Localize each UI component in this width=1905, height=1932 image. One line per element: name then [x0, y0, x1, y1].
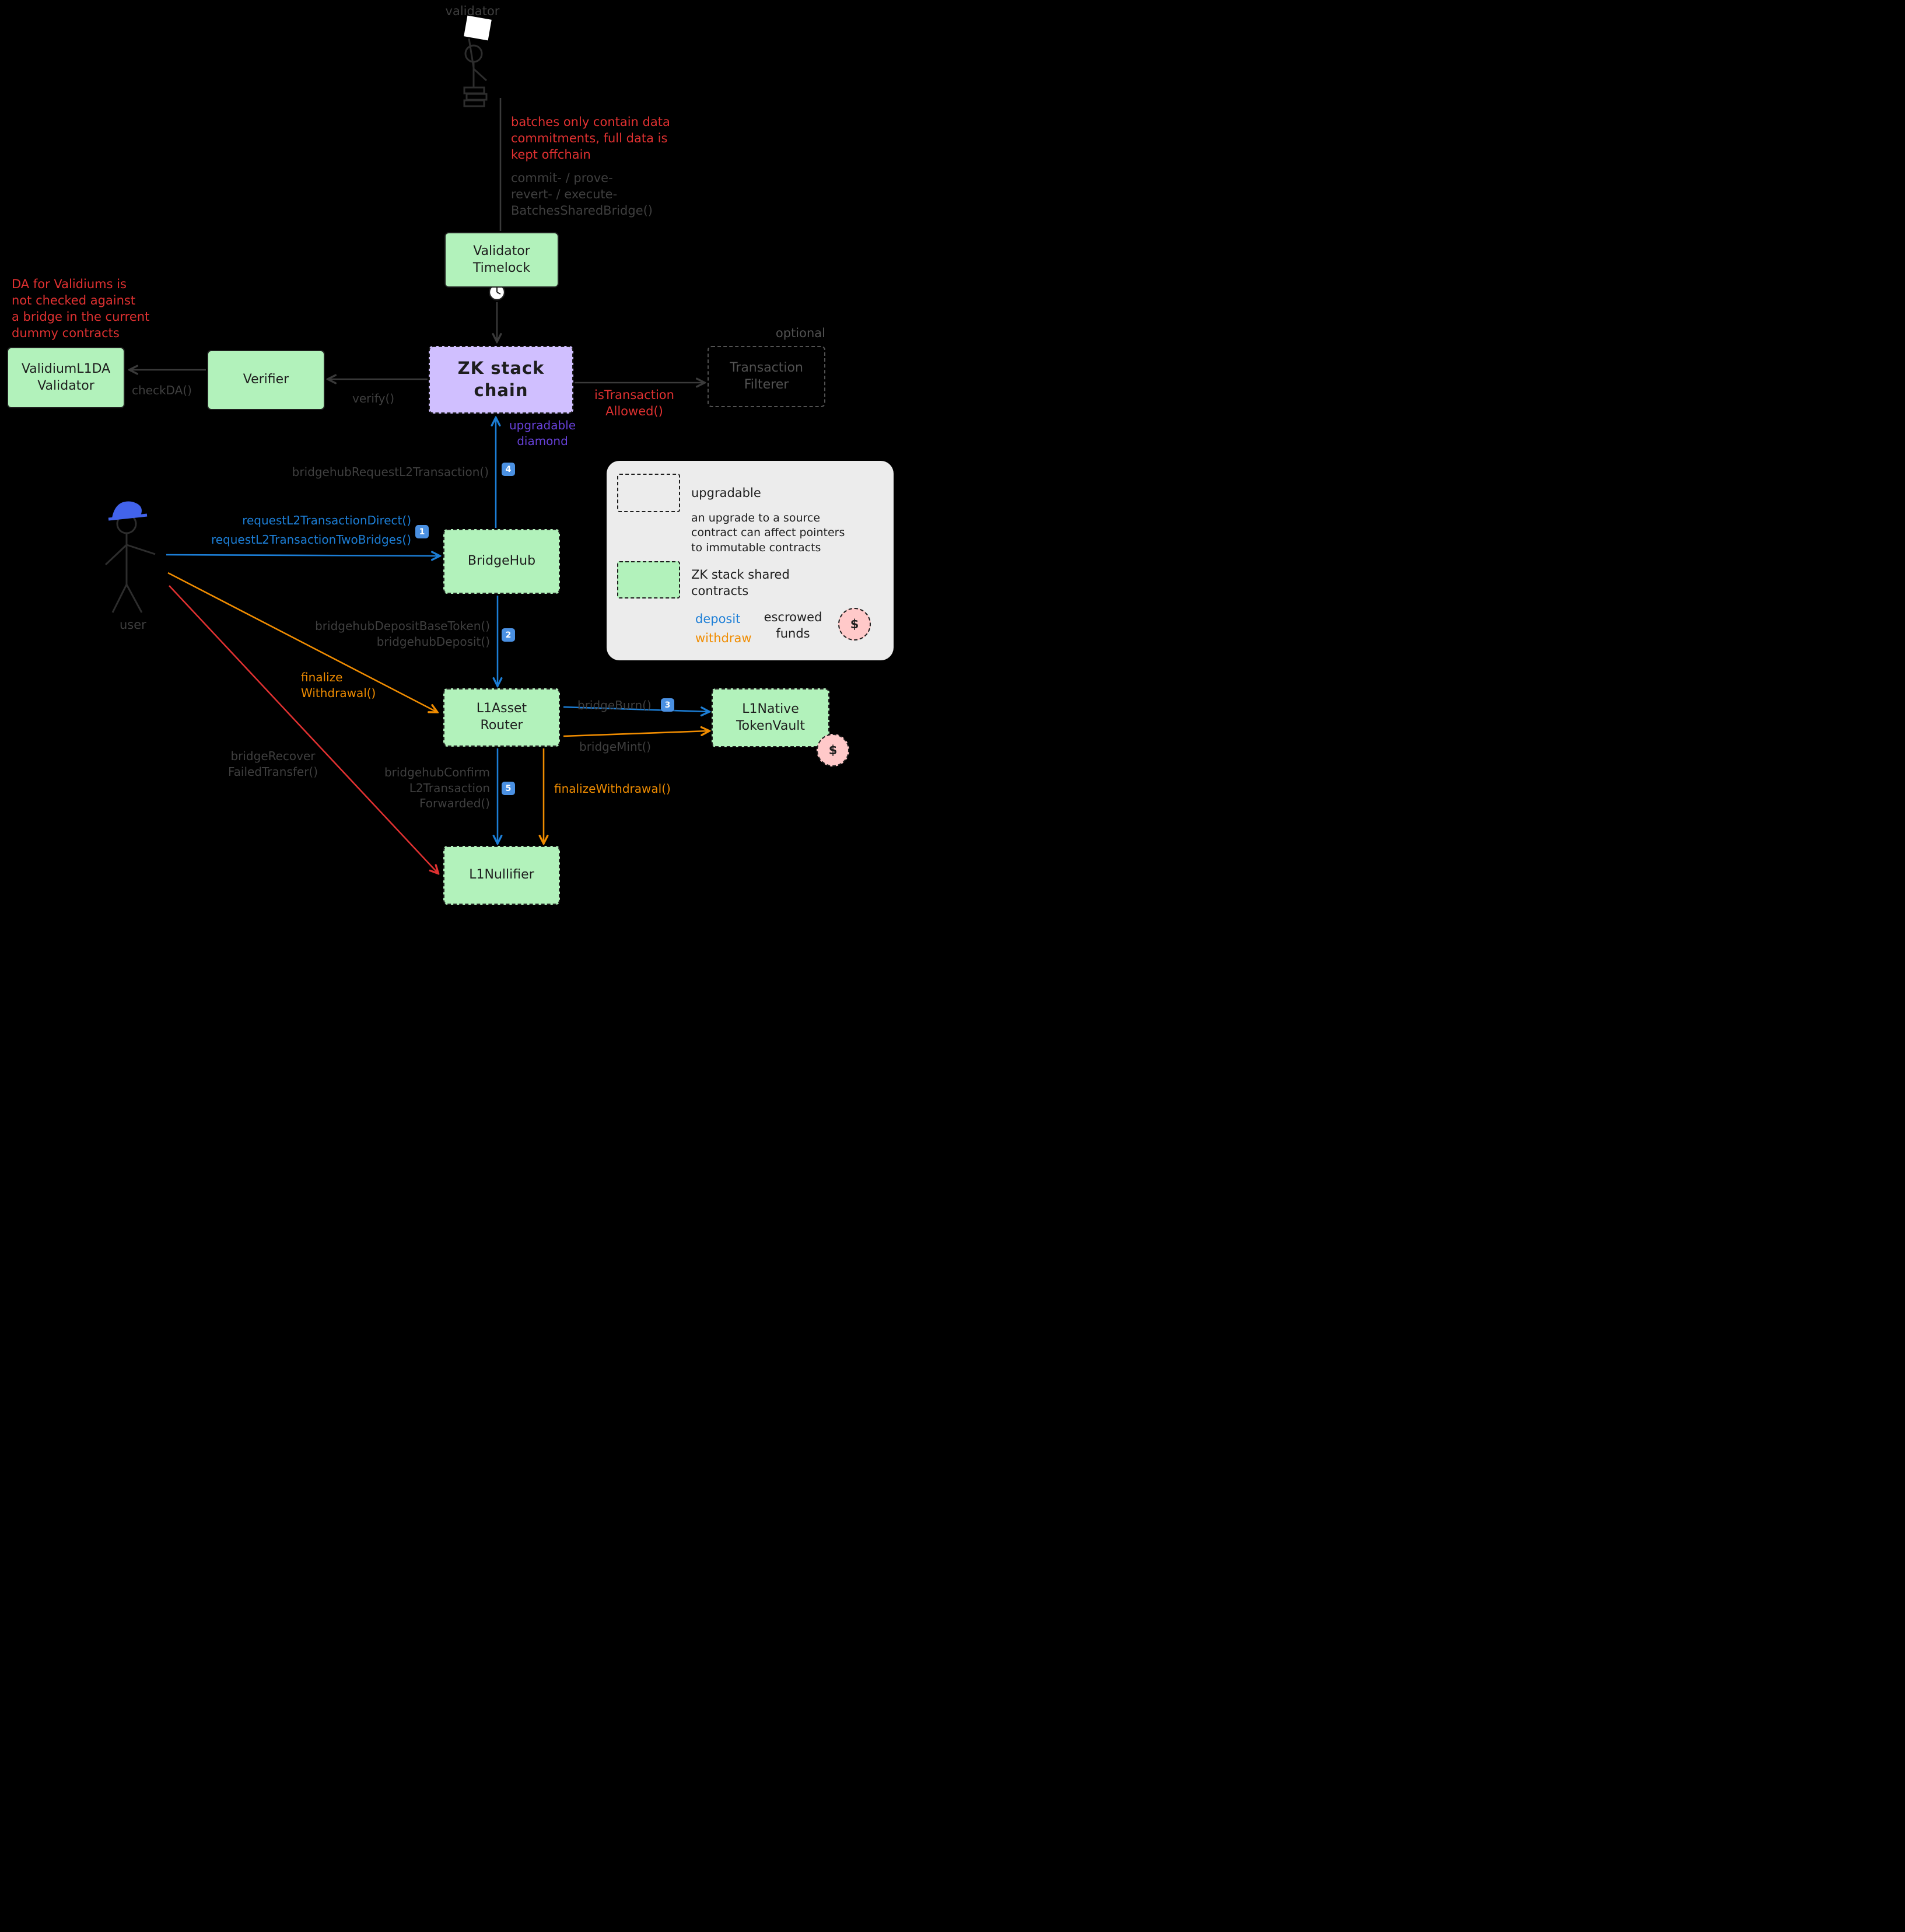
legend-escrowed-label: escrowed funds — [759, 610, 827, 642]
note-line: bridgehubDepositBaseToken() — [315, 619, 490, 633]
escrowed-funds-icon: $ — [817, 734, 849, 766]
bridgehub-deposit-label: bridgehubDepositBaseToken() bridgehubDep… — [248, 618, 490, 649]
note-line: kept offchain — [511, 147, 591, 162]
node-zk-stack-chain: ZK stack chain — [429, 346, 573, 414]
node-label: Validator — [473, 243, 530, 258]
note-line: commitments, full data is — [511, 131, 668, 145]
note-line: upgradable — [509, 418, 576, 432]
legend-shared-swatch — [617, 561, 680, 598]
user-cap-icon — [108, 501, 148, 521]
note-line: funds — [776, 626, 810, 640]
node-label: Validator — [37, 378, 94, 393]
finalize-withdrawal-user-label: finalize Withdrawal() — [301, 670, 376, 701]
bridgehub-confirm-label: bridgehubConfirm L2Transaction Forwarded… — [318, 765, 490, 811]
request-two-bridges-label: requestL2TransactionTwoBridges() — [211, 533, 411, 547]
note-line: Withdrawal() — [301, 685, 376, 700]
node-validium-l1da-validator: ValidiumL1DA Validator — [7, 347, 125, 408]
node-label: L1Nullifier — [469, 867, 534, 883]
note-line: bridgehubDeposit() — [376, 634, 490, 649]
node-label: TokenVault — [736, 718, 806, 733]
note-line: not checked against — [12, 293, 136, 307]
note-line: L2Transaction — [409, 780, 490, 795]
node-label: Router — [480, 718, 523, 733]
note-line: finalize — [301, 670, 343, 684]
note-line: contracts — [691, 583, 749, 598]
legend-upgrade-note: an upgrade to a source contract can affe… — [691, 511, 845, 555]
node-label: Verifier — [243, 372, 289, 387]
node-label: chain — [474, 380, 528, 400]
node-validator-timelock: Validator Timelock — [444, 232, 559, 288]
validator-calls-label: commit- / prove- revert- / execute- Batc… — [511, 170, 653, 219]
note-line: contract can affect pointers — [691, 526, 845, 540]
note-line: batches only contain data — [511, 115, 670, 129]
legend-shared-label: ZK stack shared contracts — [691, 567, 790, 600]
node-label: Filterer — [744, 377, 789, 392]
batches-note: batches only contain data commitments, f… — [511, 114, 670, 163]
legend-withdraw-label: withdraw — [695, 631, 752, 645]
note-line: to immutable contracts — [691, 541, 821, 554]
step-badge-4: 4 — [502, 463, 515, 476]
bridge-mint-label: bridgeMint() — [579, 740, 652, 754]
note-line: commit- / prove- — [511, 171, 613, 185]
node-label: L1Asset — [476, 701, 527, 716]
node-label: BridgeHub — [467, 554, 536, 569]
step-badge-2: 2 — [502, 628, 515, 642]
note-line: an upgrade to a source — [691, 512, 821, 524]
note-line: a bridge in the current — [12, 309, 150, 324]
verify-label: verify() — [352, 391, 395, 405]
validator-label: validator — [445, 4, 500, 18]
bridge-recover-label: bridgeRecover FailedTransfer() — [223, 748, 323, 779]
legend-upgradable-swatch — [617, 474, 680, 512]
legend-escrowed-icon: $ — [838, 608, 871, 640]
is-transaction-allowed-label: isTransaction Allowed() — [586, 387, 682, 420]
node-bridgehub: BridgeHub — [443, 529, 560, 594]
optional-label: optional — [775, 326, 825, 340]
note-line: bridgeRecover — [230, 749, 316, 763]
step-badge-5: 5 — [502, 782, 515, 795]
note-line: dummy contracts — [12, 326, 120, 340]
node-l1-nullifier: L1Nullifier — [443, 846, 560, 905]
note-line: Forwarded() — [419, 796, 490, 811]
finalize-withdrawal-label: finalizeWithdrawal() — [554, 782, 671, 796]
validator-figure — [463, 38, 488, 107]
node-label: ZK stack — [457, 358, 545, 379]
checkda-label: checkDA() — [132, 383, 192, 397]
note-line: ZK stack shared — [691, 568, 790, 582]
legend-upgradable-label: upgradable — [691, 486, 761, 500]
node-l1-native-token-vault: L1Native TokenVault — [712, 688, 829, 747]
step-badge-1: 1 — [415, 525, 429, 538]
node-verifier: Verifier — [207, 350, 325, 410]
user-label: user — [120, 618, 146, 632]
legend-panel: upgradable an upgrade to a source contra… — [607, 461, 894, 660]
bridge-burn-label: bridgeBurn() — [577, 698, 652, 712]
note-line: bridgehubConfirm — [384, 765, 490, 779]
note-line: FailedTransfer() — [227, 764, 318, 779]
arrow-router-vault-mint — [563, 731, 708, 737]
note-line: BatchesSharedBridge() — [511, 203, 653, 218]
legend-deposit-label: deposit — [695, 612, 741, 626]
request-direct-label: requestL2TransactionDirect() — [242, 513, 411, 527]
step-badge-3: 3 — [661, 698, 674, 712]
upgradable-diamond-label: upgradable diamond — [506, 418, 579, 449]
note-line: revert- / execute- — [511, 187, 618, 201]
node-label: Transaction — [730, 360, 803, 375]
note-line: escrowed — [764, 610, 822, 624]
node-label: L1Native — [742, 701, 799, 716]
node-transaction-filterer: Transaction Filterer — [708, 346, 825, 407]
node-label: ValidiumL1DA — [21, 361, 111, 376]
node-l1-asset-router: L1Asset Router — [443, 688, 560, 747]
arrow-user-bridgehub — [166, 555, 439, 556]
user-figure — [104, 513, 156, 613]
note-line: isTransaction — [594, 388, 674, 402]
diagram-canvas: validator batches only contain data comm… — [0, 0, 952, 966]
bridgehub-request-label: bridgehubRequestL2Transaction() — [292, 465, 489, 479]
note-line: Allowed() — [605, 404, 663, 418]
note-line: diamond — [517, 433, 568, 448]
note-line: DA for Validiums is — [12, 277, 127, 291]
da-note: DA for Validiums is not checked against … — [12, 276, 149, 342]
node-label: Timelock — [472, 260, 531, 275]
